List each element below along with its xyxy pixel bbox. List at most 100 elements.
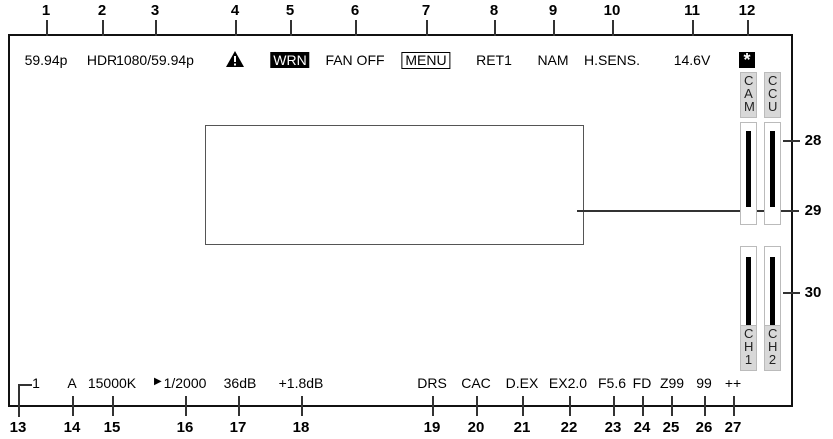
callout-line-5 [290,20,292,36]
indicator-10: H.SENS. [583,52,641,68]
callout-line-16 [185,396,187,416]
callout-15: 15 [103,419,121,436]
callout-8: 8 [489,2,499,19]
indicator-26: 99 [696,375,712,391]
callout-line-18 [301,396,303,416]
callout-16: 16 [176,419,194,436]
callout-line-13 [18,385,20,417]
ccu-meter-label: CCU [768,73,778,114]
callout-line-7 [426,20,428,36]
indicator-18: +1.8dB [278,375,324,391]
callout-line-21 [522,396,524,416]
ccu-level-bar [770,131,775,207]
ch2-level-bar [770,257,775,331]
callout-line-6 [355,20,357,36]
callout-19: 19 [423,419,441,436]
callout-2: 2 [97,2,107,19]
indicator-5: WRN [270,52,310,68]
callout-line-19 [432,396,434,416]
callout-line-20 [476,396,478,416]
cam-level-bar [746,131,751,207]
callout-line-28 [783,140,800,142]
callout-13: 13 [9,419,27,436]
callout-30: 30 [804,284,822,301]
callout-line-24 [642,396,644,416]
callout-line-14 [72,396,74,416]
callout-26: 26 [695,419,713,436]
callout-25: 25 [662,419,680,436]
callout-line-1 [46,20,48,36]
indicator-27: ++ [724,375,742,391]
cam-level-meter [740,122,757,225]
ch1-meter-label: CH1 [744,326,754,367]
indicator-12: * [739,51,755,69]
cam-meter-label: CAM [744,73,755,114]
callout-3: 3 [150,2,160,19]
callout-27: 27 [724,419,742,436]
callout-28: 28 [804,132,822,149]
indicator-8: RET1 [476,52,512,68]
callout-18: 18 [292,419,310,436]
callout-4: 4 [230,2,240,19]
play-triangle-icon: ▶ [154,376,162,387]
indicator-6: FAN OFF [325,52,385,68]
indicator-7: MENU [401,52,451,69]
indicator-14: A [67,375,77,391]
indicator-9: NAM [537,52,569,68]
callout-21: 21 [513,419,531,436]
indicator-20: CAC [461,375,491,391]
callout-line-12 [747,20,749,36]
display-area [205,125,584,245]
callout-line-8 [494,20,496,36]
cam-meter-label-box: CAM [740,72,757,118]
callout-line-22 [569,396,571,416]
indicator-11: 14.6V [673,52,711,68]
indicator-15: 15000K [87,375,137,391]
indicator-25: Z99 [659,375,685,391]
indicator-24: FD [632,375,652,391]
indicator-23: F5.6 [597,375,627,391]
callout-10: 10 [603,2,621,19]
indicator-16: 1/2000 [163,375,207,391]
callout-17: 17 [229,419,247,436]
callout-5: 5 [285,2,295,19]
callout-11: 11 [684,2,700,19]
callout-7: 7 [421,2,431,19]
callout-24: 24 [633,419,651,436]
callout-line-30 [783,292,800,294]
indicator-17: 36dB [223,375,257,391]
callout-line-23 [613,396,615,416]
callout-line-26 [704,396,706,416]
indicator-21: D.EX [505,375,539,391]
indicator-13: 1 [32,375,40,391]
callout-line-4 [235,20,237,36]
callout-29: 29 [804,202,822,219]
callout-line-10 [612,20,614,36]
callout-line-11 [692,20,694,36]
callout-line-27 [733,396,735,416]
viewfinder-frame [8,34,793,407]
callout-line-25 [671,396,673,416]
callout-line-29 [577,210,799,212]
indicator-19: DRS [417,375,447,391]
callout-23: 23 [604,419,622,436]
warning-triangle-icon [226,51,244,67]
callout-1: 1 [41,2,51,19]
callout-14: 14 [63,419,81,436]
callout-line-9 [553,20,555,36]
ccu-meter-label-box: CCU [764,72,781,118]
indicator-1: 59.94p [24,52,68,68]
callout-line-2 [102,20,104,36]
ch2-meter-label: CH2 [768,326,778,367]
callout-bracket-13 [18,384,32,386]
indicator-2: HDR [86,52,118,68]
callout-12: 12 [738,2,756,19]
callout-6: 6 [350,2,360,19]
indicator-3: 1080/59.94p [116,52,194,68]
callout-20: 20 [467,419,485,436]
ch2-meter-label-box: CH2 [764,325,781,371]
ch1-level-bar [746,257,751,331]
callout-line-15 [112,396,114,416]
callout-22: 22 [560,419,578,436]
ccu-level-meter [764,122,781,225]
